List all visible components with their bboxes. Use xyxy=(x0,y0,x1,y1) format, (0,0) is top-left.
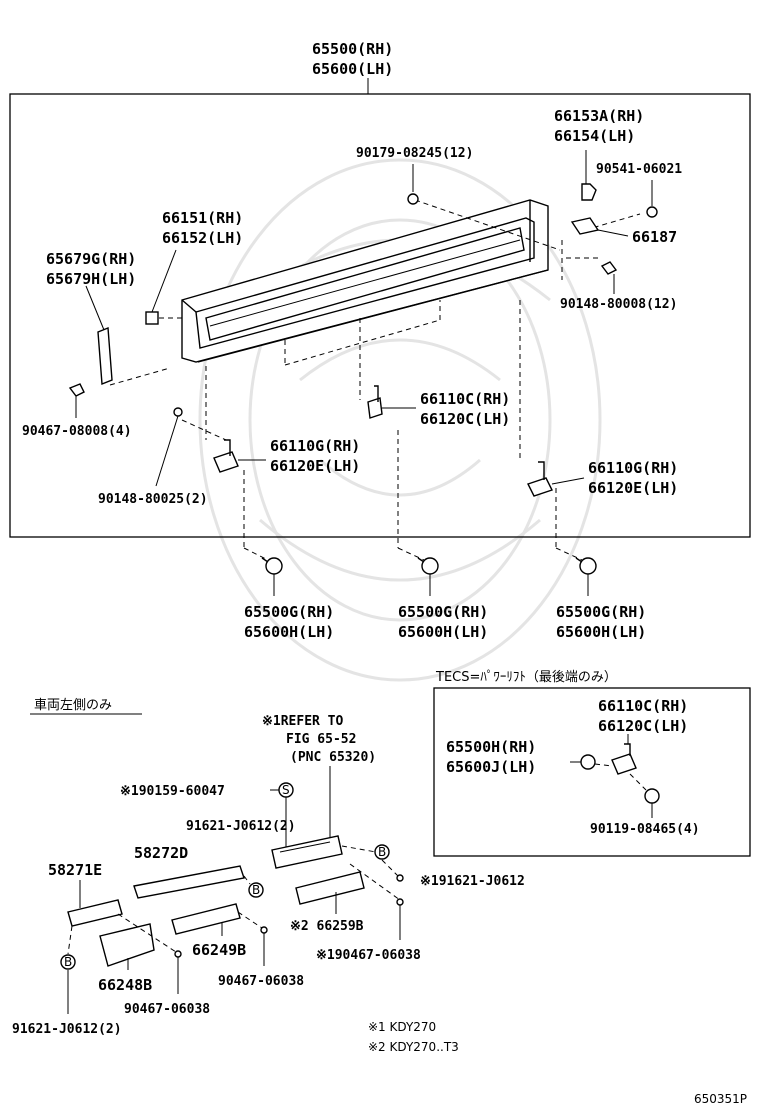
side-gate-panel xyxy=(181,199,549,363)
screw-90467-a xyxy=(260,926,268,934)
panel-bracket-top xyxy=(271,835,343,869)
label-66249b: 66249B xyxy=(192,941,246,959)
note-1: ※1 KDY270 xyxy=(368,1020,436,1034)
label-tecs-90119: 90119-08465(4) xyxy=(590,822,700,837)
label-90541: 90541-06021 xyxy=(596,162,682,177)
bolt-65500g-1 xyxy=(261,557,283,596)
panel-66249b xyxy=(171,903,241,935)
screw-90467-star xyxy=(396,898,404,906)
tecs-hinge xyxy=(611,734,637,775)
label-refer-1: ※1REFER TO xyxy=(262,714,344,729)
screw-90467-b xyxy=(174,950,182,958)
label-tecs-66110c-rh: 66110C(RH) xyxy=(598,697,688,715)
label-66187: 66187 xyxy=(632,228,677,246)
label-b3-rh: 65500G(RH) xyxy=(556,603,646,621)
label-90467-b: 90467-06038 xyxy=(124,1002,210,1017)
label-b2-rh: 65500G(RH) xyxy=(398,603,488,621)
label-90467-a: 90467-06038 xyxy=(218,974,304,989)
tecs-bolt-65500h xyxy=(570,754,613,770)
label-90159: ※190159-60047 xyxy=(120,784,225,799)
tecs-bolt-90119 xyxy=(629,773,660,818)
label-refer-2: FIG 65-52 xyxy=(286,732,356,747)
label-66120e-lh-a: 66120E(LH) xyxy=(270,457,360,475)
label-tecs-title: TECS=ﾊﾟﾜｰﾘﾌﾄ（最後端のみ） xyxy=(435,670,617,685)
figure-id: 650351P xyxy=(694,1092,747,1106)
label-65500-rh: 65500(RH) xyxy=(312,40,393,58)
hinge-65679g xyxy=(85,285,113,386)
label-left-side-only: 車両左側のみ xyxy=(34,698,112,713)
label-refer-3: (PNC 65320) xyxy=(290,750,376,765)
label-65679h-lh: 65679H(LH) xyxy=(46,270,136,288)
main-assembly-box xyxy=(9,93,751,538)
bracket-66153a xyxy=(581,150,597,201)
bolt-65500g-3 xyxy=(575,557,597,596)
label-58271e: 58271E xyxy=(48,861,102,879)
label-58272d: 58272D xyxy=(134,844,188,862)
label-66151-rh: 66151(RH) xyxy=(162,209,243,227)
label-65600-lh: 65600(LH) xyxy=(312,60,393,78)
clip-66151 xyxy=(145,249,177,325)
label-66110c-rh: 66110C(RH) xyxy=(420,390,510,408)
label-66110g-rh-a: 66110G(RH) xyxy=(270,437,360,455)
label-65679g-rh: 65679G(RH) xyxy=(46,250,136,268)
marker-b-right-letter: B xyxy=(378,845,386,859)
label-b1-lh: 65600H(LH) xyxy=(244,623,334,641)
label-66154-lh: 66154(LH) xyxy=(554,127,635,145)
label-tecs-65500h-rh: 65500H(RH) xyxy=(446,738,536,756)
label-b2-lh: 65600H(LH) xyxy=(398,623,488,641)
note-2: ※2 KDY270..T3 xyxy=(368,1040,459,1054)
panel-66248b xyxy=(99,923,155,967)
label-66248b: 66248B xyxy=(98,976,152,994)
screw-90148-2 xyxy=(155,407,183,487)
marker-b-right xyxy=(374,844,390,860)
label-66152-lh: 66152(LH) xyxy=(162,229,243,247)
hinge-66110c-center xyxy=(367,385,416,419)
panel-58271e xyxy=(67,899,123,927)
label-91621-2-bottom: 91621-J0612(2) xyxy=(12,1022,122,1037)
label-tecs-66120c-lh: 66120C(LH) xyxy=(598,717,688,735)
label-66120c-lh: 66120C(LH) xyxy=(420,410,510,428)
label-66259b: ※2 66259B xyxy=(290,919,364,934)
hinge-66110g-right xyxy=(527,461,585,497)
label-91621-2-top: 91621-J0612(2) xyxy=(186,819,296,834)
label-91621-star: ※191621-J0612 xyxy=(420,874,525,889)
marker-b-middle xyxy=(248,882,264,898)
marker-b-left xyxy=(60,954,76,970)
marker-b-middle-letter: B xyxy=(252,883,260,897)
label-b1-rh: 65500G(RH) xyxy=(244,603,334,621)
label-90148-2: 90148-80025(2) xyxy=(98,492,208,507)
clip-66187 xyxy=(570,217,629,237)
marker-b-left-letter: B xyxy=(64,955,72,969)
hinge-66110g-left xyxy=(213,439,266,473)
label-90467-star: ※190467-06038 xyxy=(316,948,421,963)
label-b3-lh: 65600H(LH) xyxy=(556,623,646,641)
screw-90148-12 xyxy=(600,261,618,294)
label-90148-12: 90148-80008(12) xyxy=(560,297,677,312)
label-66120e-lh-b: 66120E(LH) xyxy=(588,479,678,497)
label-90179: 90179-08245(12) xyxy=(356,146,473,161)
nut-90541 xyxy=(646,180,658,218)
panel-66259b xyxy=(295,871,365,905)
marker-s-letter: S xyxy=(282,783,290,797)
panel-58272d xyxy=(133,865,245,899)
label-66110g-rh-b: 66110G(RH) xyxy=(588,459,678,477)
bolt-65500g-2 xyxy=(417,557,439,596)
screw-91621-star xyxy=(396,874,404,882)
tecs-inset-box xyxy=(433,687,751,857)
label-tecs-65600j-lh: 65600J(LH) xyxy=(446,758,536,776)
label-66153a-rh: 66153A(RH) xyxy=(554,107,644,125)
label-90467-4: 90467-08008(4) xyxy=(22,424,132,439)
bolt-90179 xyxy=(407,164,419,205)
screw-90467-4 xyxy=(68,383,85,418)
